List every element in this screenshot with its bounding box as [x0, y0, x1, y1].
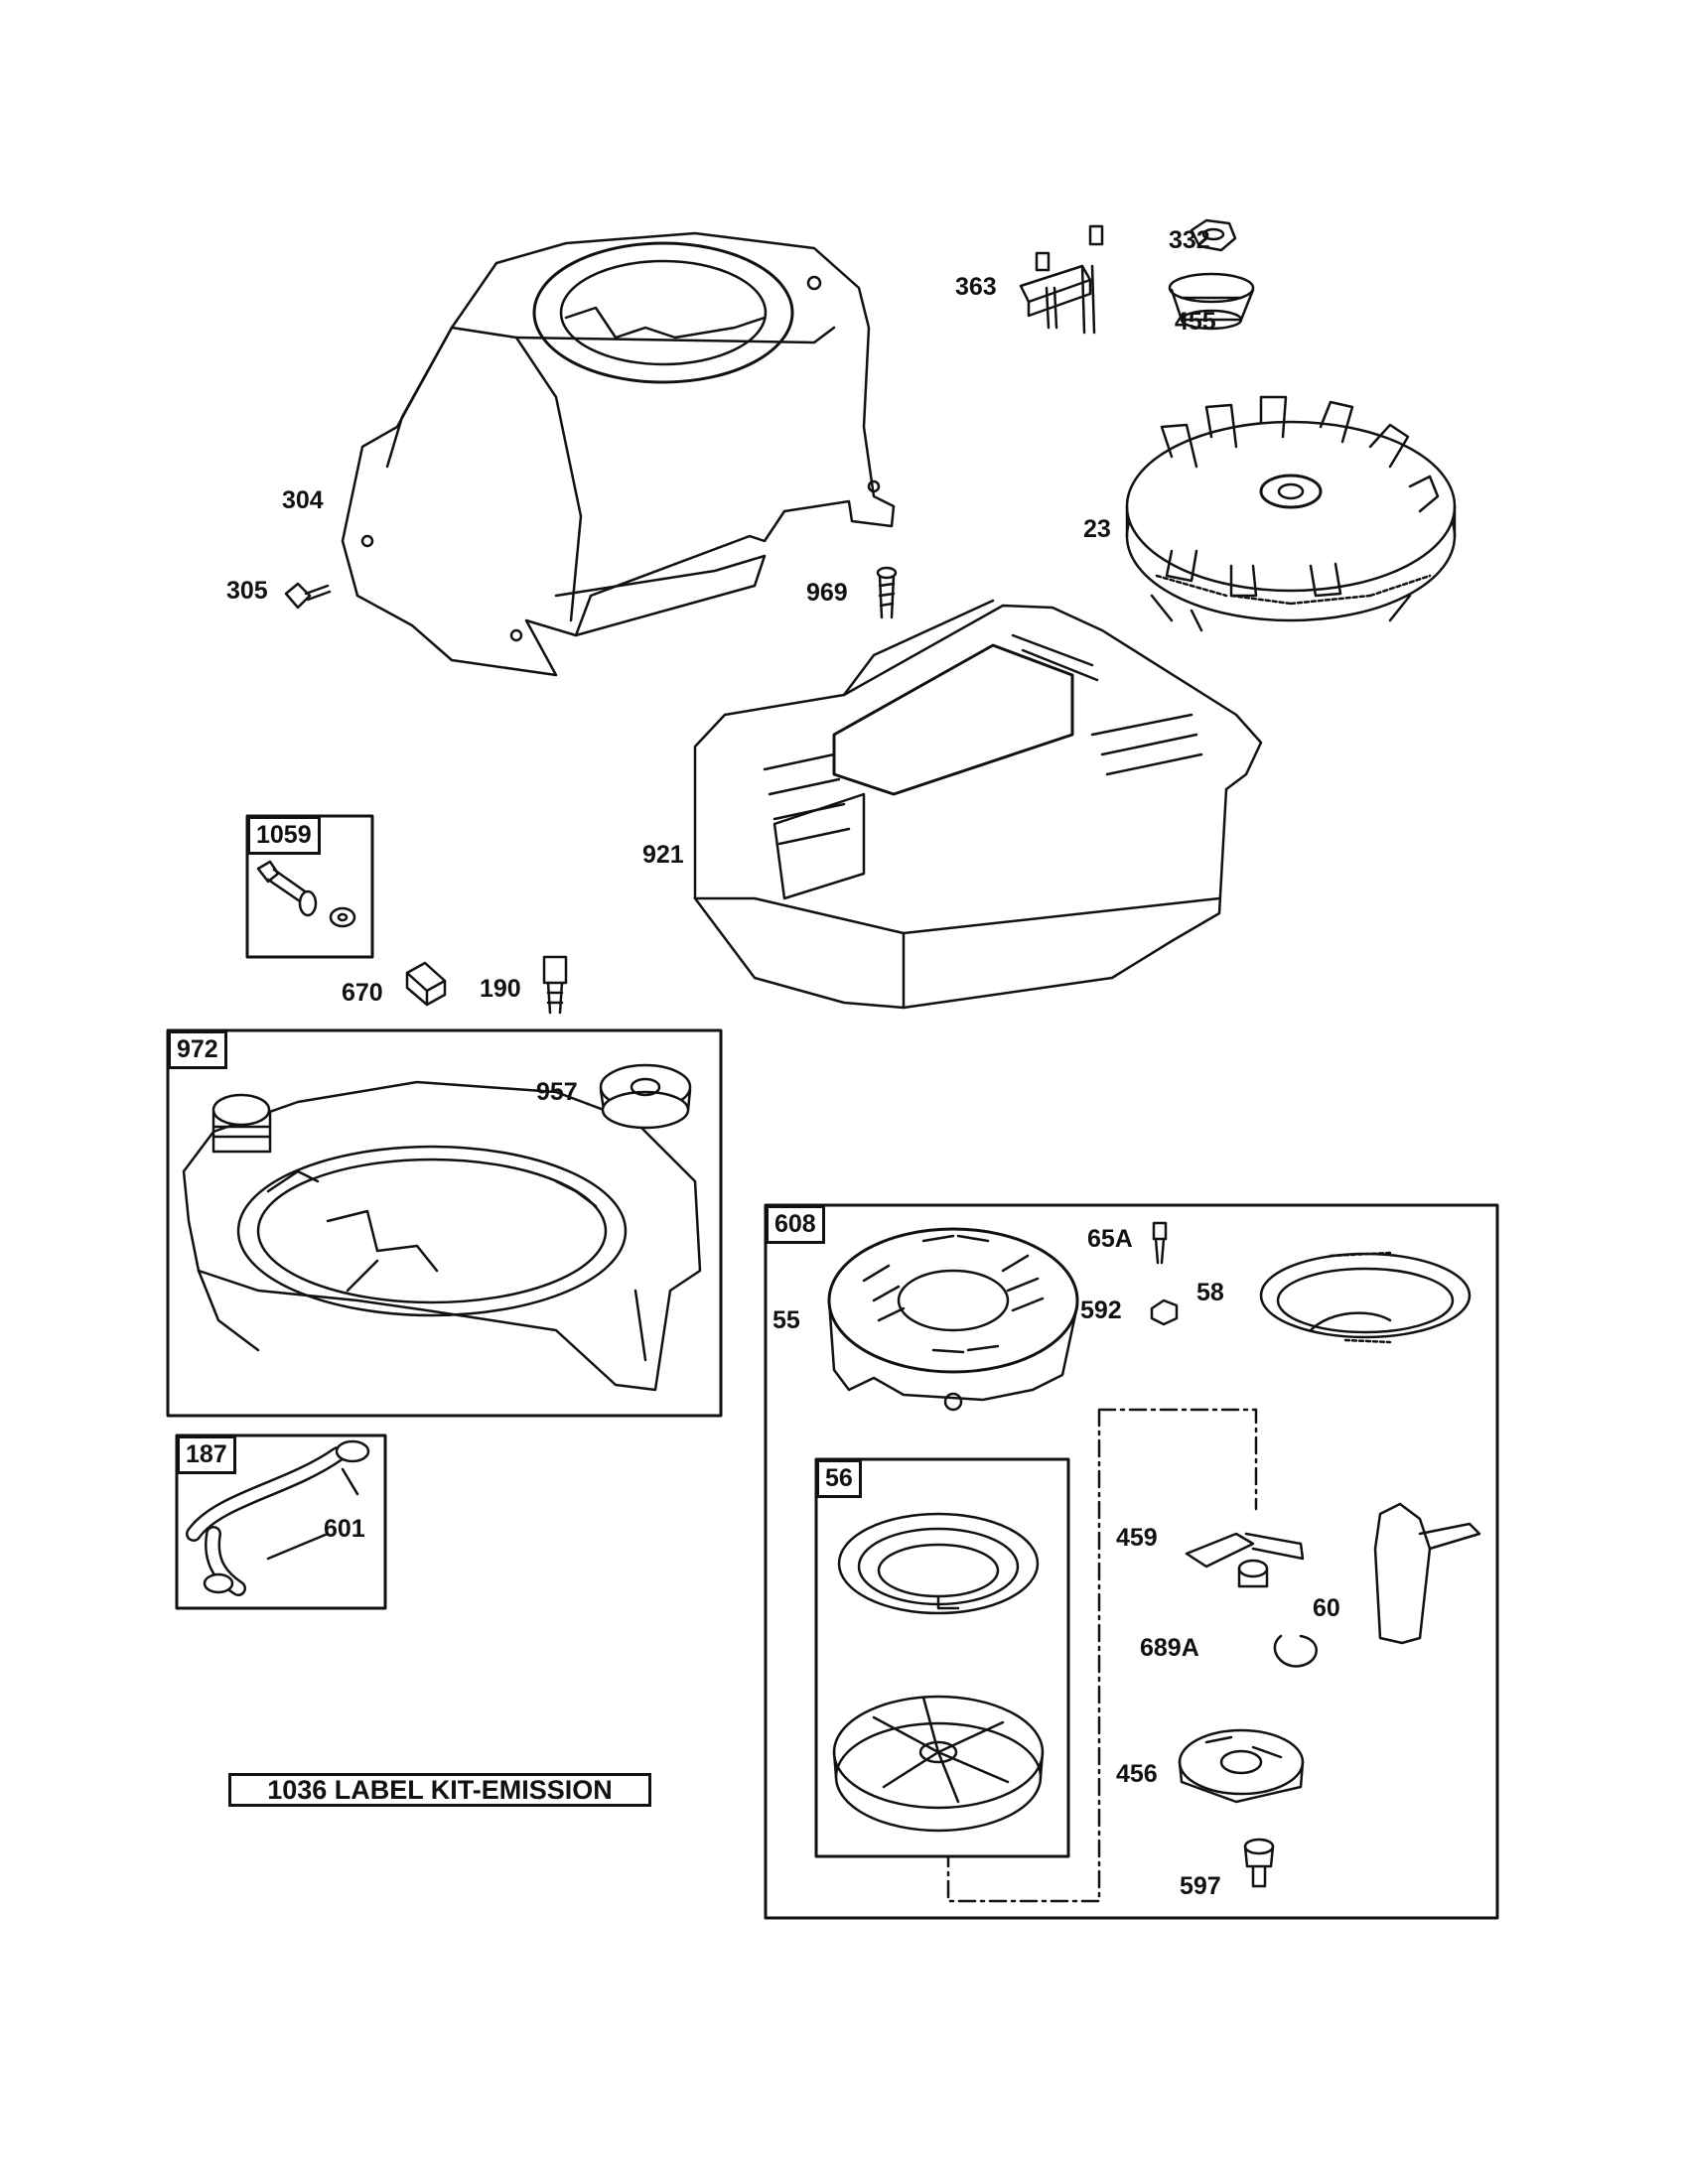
screw-305 [284, 582, 332, 610]
callout-332: 332 [1169, 226, 1210, 254]
box-tag-56: 56 [816, 1459, 862, 1498]
spacer-670 [405, 961, 447, 1007]
callout-456: 456 [1116, 1760, 1158, 1788]
shroud-921 [693, 599, 1263, 1010]
callout-65a: 65A [1087, 1225, 1133, 1253]
screw-65a [1152, 1221, 1168, 1265]
starter-housing-55 [827, 1227, 1079, 1412]
callout-597: 597 [1180, 1872, 1221, 1900]
callout-363: 363 [955, 273, 997, 301]
fuel-cap-957 [599, 1063, 692, 1130]
callout-601: 601 [324, 1515, 365, 1543]
callout-592: 592 [1080, 1297, 1122, 1324]
handle-60 [1373, 1502, 1481, 1645]
callout-60: 60 [1313, 1594, 1340, 1622]
blower-housing-304 [341, 231, 896, 677]
bracket-363 [1019, 224, 1104, 335]
nut-592 [1150, 1298, 1179, 1326]
box-tag-1059: 1059 [247, 816, 321, 855]
dog-459 [1185, 1532, 1305, 1588]
retainer-689a [1273, 1634, 1318, 1668]
callout-305: 305 [226, 577, 268, 605]
stud-190 [542, 955, 568, 1015]
callout-23: 23 [1083, 515, 1111, 543]
callout-455: 455 [1175, 308, 1216, 336]
callout-55: 55 [772, 1306, 800, 1334]
rewind-starter-kit-608 [764, 1203, 1499, 1920]
callout-459: 459 [1116, 1524, 1158, 1552]
spring-58 [1259, 1251, 1472, 1344]
ratchet-456 [1178, 1728, 1305, 1804]
box-tag-608: 608 [766, 1205, 825, 1244]
callout-670: 670 [342, 979, 383, 1007]
callout-969: 969 [806, 579, 848, 607]
starter-cup-455 [1168, 272, 1255, 331]
callout-58: 58 [1196, 1279, 1224, 1306]
fuel-tank-kit-972 [166, 1028, 723, 1418]
callout-921: 921 [642, 841, 684, 869]
nut-332 [1190, 218, 1237, 252]
callout-689a: 689A [1140, 1634, 1199, 1662]
box-tag-972: 972 [168, 1030, 227, 1069]
pulley-kit-56 [814, 1457, 1070, 1858]
screw-969 [876, 566, 898, 619]
box-tag-187: 187 [177, 1435, 236, 1474]
label-kit-emission: 1036 LABEL KIT-EMISSION [228, 1773, 651, 1807]
callout-304: 304 [282, 486, 324, 514]
callout-957: 957 [536, 1078, 578, 1106]
callout-190: 190 [480, 975, 521, 1003]
fuel-line-kit-187 [175, 1433, 387, 1610]
screw-597 [1243, 1838, 1275, 1888]
flywheel-23 [1125, 395, 1457, 632]
